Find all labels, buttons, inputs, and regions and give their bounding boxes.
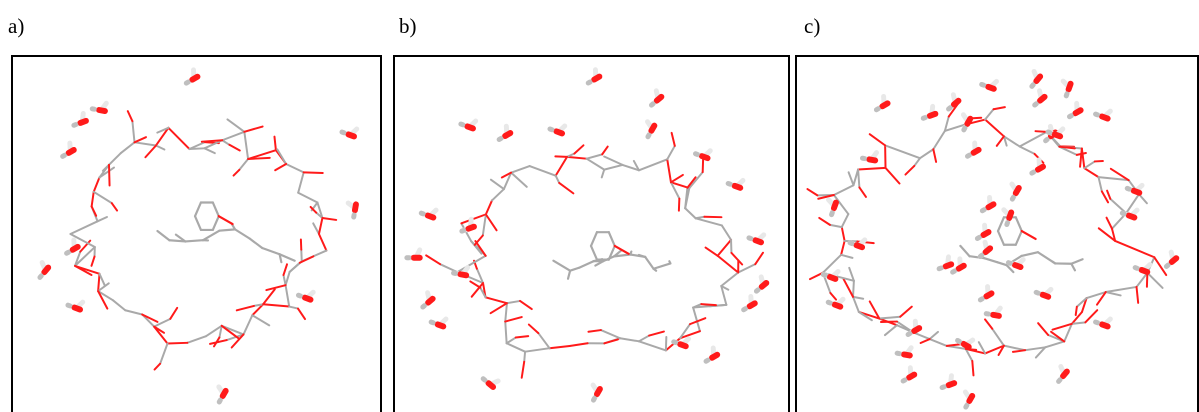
water-molecule [703,345,721,364]
water-molecule [1056,363,1070,384]
water-molecule [37,260,52,280]
water-molecule [1119,207,1140,221]
water-molecule [1067,100,1084,120]
water-molecule [905,318,923,337]
water-molecule [345,200,359,220]
water-molecule [216,384,229,405]
water-molecule [418,207,439,221]
water-molecule [295,289,316,303]
water-molecule [671,336,691,350]
guest-molecule [959,216,1084,274]
water-molecule [1124,182,1145,196]
water-molecule [645,119,658,140]
water-molecule [1029,157,1046,176]
water-molecule [404,247,423,261]
water-molecule [451,265,471,279]
water-molecule [725,177,746,191]
water-molecule [1093,108,1113,122]
water-molecule [955,337,976,350]
water-molecule [1033,286,1054,300]
water-molecule [1005,257,1026,271]
water-molecule [339,126,360,140]
water-molecule [1163,249,1180,269]
water-molecule [920,103,939,121]
water-molecule [979,194,997,214]
water-molecule [946,92,962,112]
water-molecule [1032,88,1048,108]
water-molecule [936,254,955,272]
water-molecule [950,256,967,275]
water-molecule [741,293,758,313]
panel-c-molecular-render [795,55,1199,412]
panel-b-svg [404,67,770,403]
water-molecule [820,269,841,282]
cyclodextrin-ring [806,101,1168,377]
water-molecule [977,284,995,303]
panel-a-molecular-render [11,55,382,412]
water-molecule [826,197,839,218]
water-molecule [65,299,86,313]
water-molecule [649,88,665,108]
water-molecule [979,78,999,92]
water-molecule [1029,68,1044,89]
panel-a-label: a) [8,14,25,38]
water-molecule [496,123,514,142]
water-molecule [693,148,713,162]
guest-molecule [156,201,296,264]
panel-a-svg [37,67,360,405]
water-molecule [60,140,77,159]
water-molecule [547,123,568,137]
panel-c-svg [806,68,1180,410]
water-molecule [183,67,201,86]
water-molecule [458,118,479,132]
water-molecule [977,239,994,260]
water-molecule [939,373,958,391]
water-molecule [585,67,603,86]
water-molecule [746,232,767,246]
water-molecule [420,290,436,310]
water-molecule [965,140,982,159]
water-molecule [960,112,974,133]
water-molecule [894,345,914,359]
water-molecule [64,237,81,256]
water-molecule [847,237,868,251]
panel-c-label: c) [804,14,821,38]
water-molecule [974,222,992,241]
panel-b-molecular-render [393,55,790,412]
water-molecule [900,365,918,384]
panel-b-label: b) [399,14,417,38]
cyclodextrin-ring [425,131,764,379]
water-molecule [459,216,477,234]
water-molecule [1009,181,1022,202]
water-molecule [480,376,501,390]
water-molecule [860,150,880,164]
water-molecule [873,93,891,113]
water-molecule [1060,78,1074,99]
water-molecule [825,296,846,310]
water-molecule [1132,262,1153,275]
water-molecule [1045,126,1066,140]
water-molecule [89,100,109,115]
water-molecule [753,274,770,294]
water-molecule [1093,316,1113,330]
water-molecule [983,305,1003,319]
water-molecule [1001,207,1015,228]
water-molecule [428,316,449,330]
water-molecule [962,389,976,410]
water-molecule [590,382,603,403]
guest-molecule [552,231,672,280]
cyclodextrin-ring [69,110,338,371]
water-molecule [71,110,89,128]
